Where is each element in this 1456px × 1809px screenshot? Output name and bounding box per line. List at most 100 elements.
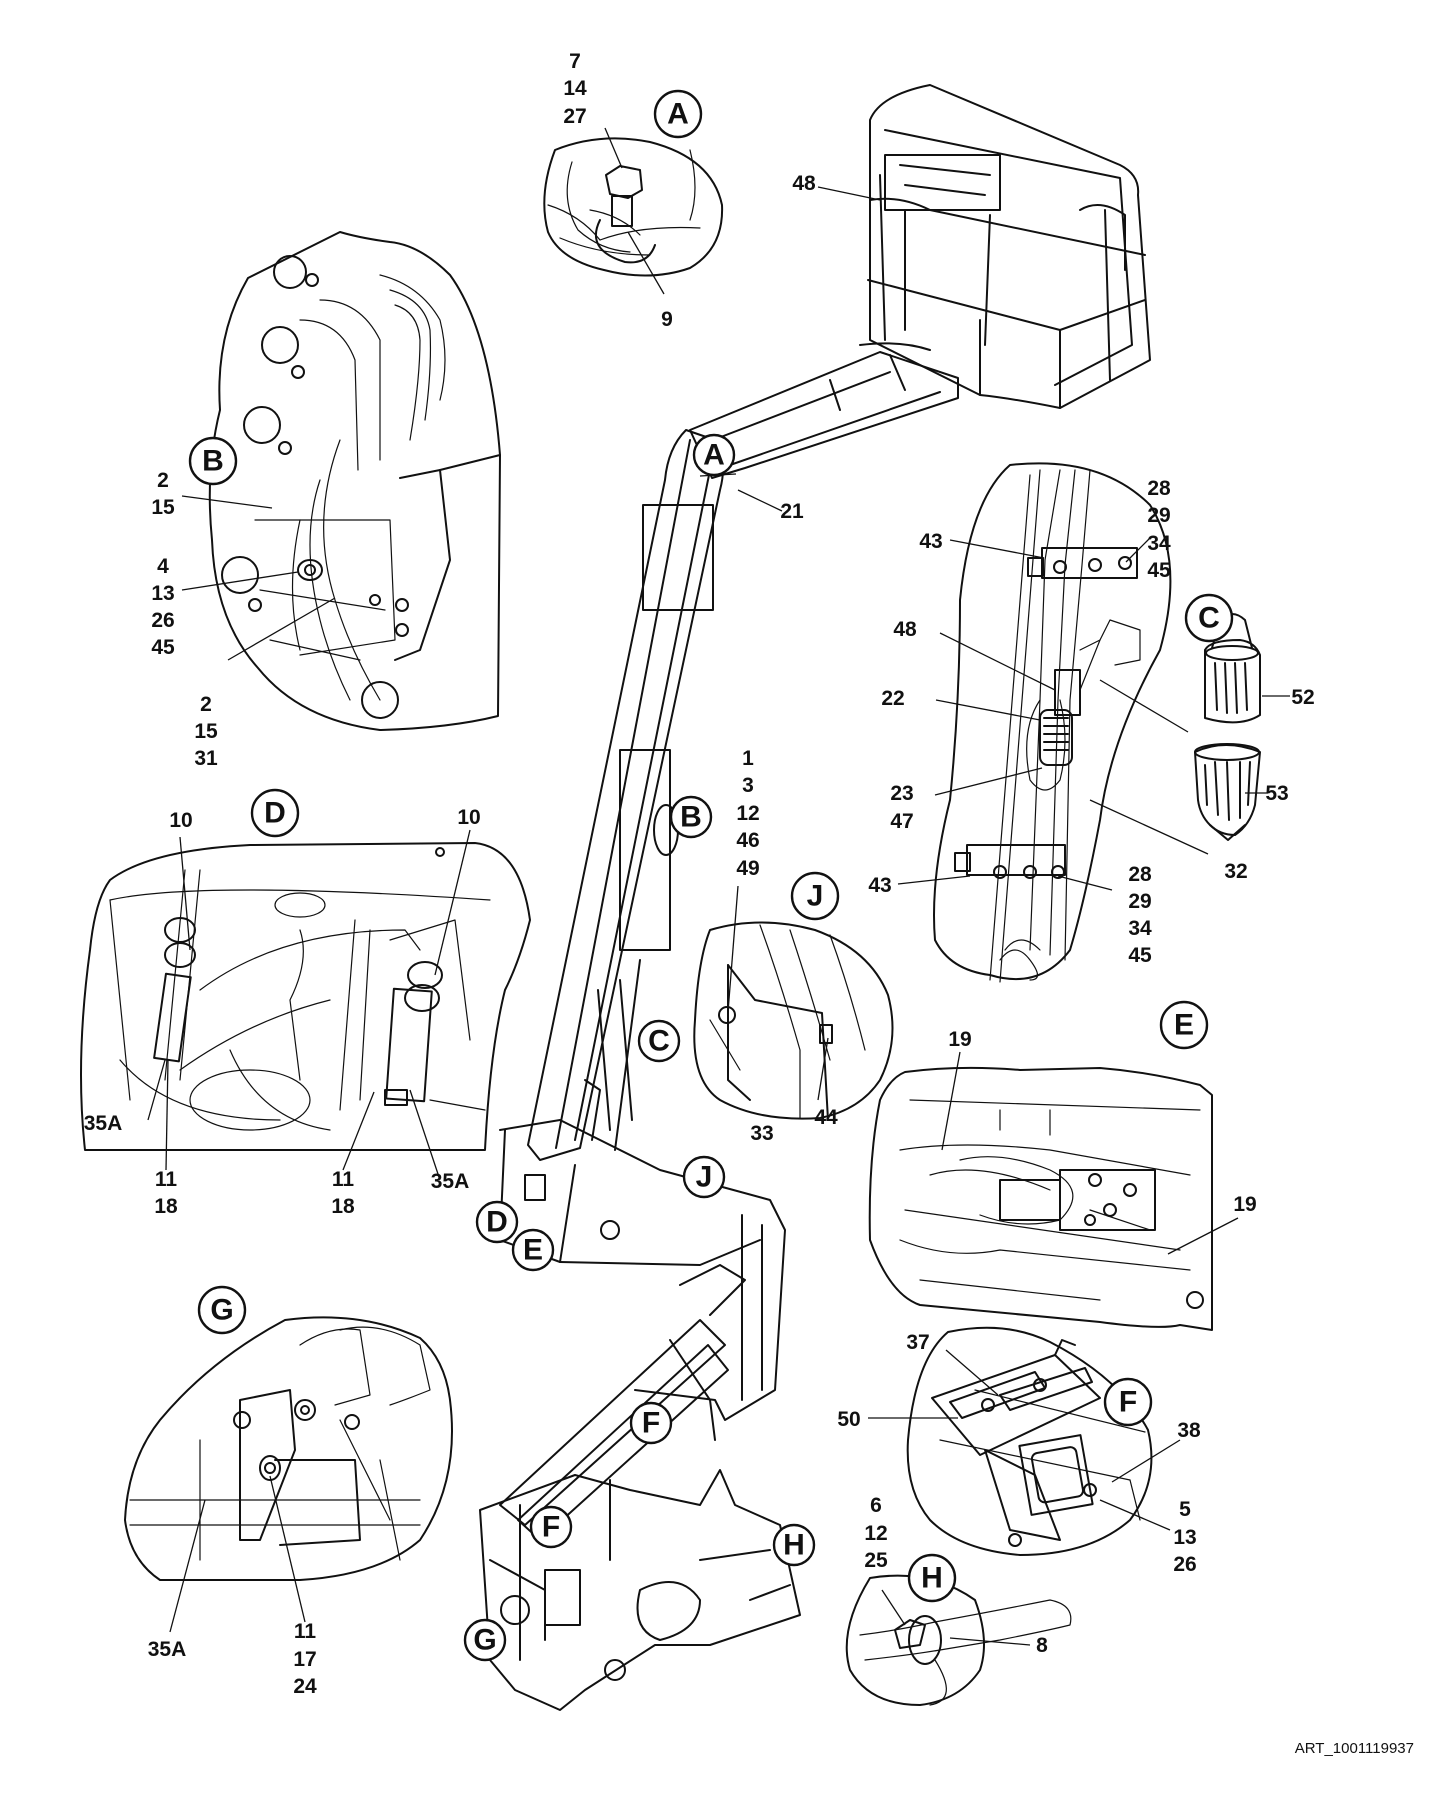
svg-text:F: F [1119,1386,1137,1419]
svg-text:31: 31 [194,747,218,770]
label-e-19-right: 19 [1233,1193,1256,1216]
svg-text:A: A [667,98,689,131]
detail-f-view [906,1326,1153,1556]
callout-ref-g: G [463,1618,507,1662]
svg-text:F: F [642,1407,660,1440]
callout-ref-f2: F [529,1505,573,1549]
detail-g-view [124,1316,453,1581]
label-h-8: 8 [1036,1634,1048,1657]
svg-text:C: C [648,1025,670,1058]
label-f-50: 50 [837,1408,860,1431]
callout-ref-j: J [682,1155,726,1199]
label-c-53: 53 [1265,782,1288,805]
label-main-48: 48 [792,172,816,195]
detail-e-view [868,1066,1213,1331]
svg-text:26: 26 [151,609,174,632]
label-d-10-left: 10 [169,809,192,832]
svg-text:H: H [921,1562,943,1595]
svg-text:E: E [523,1234,543,1267]
label-e-19-top: 19 [948,1028,971,1051]
svg-text:5: 5 [1179,1498,1191,1521]
detail-b-view [208,231,501,731]
detail-j-view [693,921,894,1121]
svg-text:28: 28 [1147,477,1171,500]
label-main-stack: 1 3 12 46 49 [736,747,759,880]
svg-text:29: 29 [1147,504,1170,527]
label-c-top-right: 28 29 34 45 [1147,477,1171,582]
svg-text:A: A [703,439,725,472]
svg-text:1: 1 [742,747,754,770]
callout-ref-c: C [637,1019,681,1063]
main-boom [527,429,725,1161]
platform-basket [867,84,1151,409]
callout-detail-j: J [790,871,840,921]
label-c-23-47: 23 47 [890,782,913,833]
svg-text:3: 3 [742,774,754,797]
svg-text:13: 13 [151,582,174,605]
callout-detail-g: G [197,1285,247,1335]
callout-ref-f1: F [629,1401,673,1445]
svg-text:46: 46 [736,829,759,852]
svg-text:25: 25 [864,1549,888,1572]
svg-text:47: 47 [890,810,913,833]
detail-c-view [933,462,1261,983]
detail-a-view [543,137,724,277]
callout-ref-e: E [511,1228,555,1272]
label-g-35a: 35A [148,1638,187,1661]
svg-text:29: 29 [1128,890,1151,913]
svg-text:G: G [473,1624,496,1657]
svg-text:E: E [1174,1009,1194,1042]
label-a-top: 7 14 27 [563,50,587,128]
svg-text:45: 45 [1147,559,1171,582]
label-d-11-18-left: 11 18 [154,1168,178,1218]
callout-detail-c: C [1184,593,1234,643]
svg-text:6: 6 [870,1494,882,1517]
callout-detail-d: D [250,788,300,838]
svg-text:34: 34 [1147,532,1171,555]
label-b-2: 4 13 26 45 [151,555,175,659]
svg-text:11: 11 [294,1620,317,1643]
callout-ref-d: D [475,1200,519,1244]
svg-text:J: J [696,1161,713,1194]
label-f-38: 38 [1177,1419,1201,1442]
callout-detail-f: F [1103,1377,1153,1427]
svg-text:13: 13 [1173,1526,1196,1549]
svg-text:11: 11 [155,1168,178,1191]
label-h-6-12-25: 6 12 25 [864,1494,888,1572]
svg-text:F: F [542,1511,560,1544]
svg-text:17: 17 [293,1648,316,1671]
svg-text:G: G [210,1294,233,1327]
part-53-fitting [1194,743,1261,841]
svg-text:45: 45 [1128,944,1152,967]
svg-text:27: 27 [563,105,586,128]
svg-text:24: 24 [293,1675,317,1698]
label-c-32: 32 [1224,860,1247,883]
label-c-48: 48 [893,618,917,641]
svg-text:2: 2 [200,693,212,716]
label-c-22: 22 [881,687,904,710]
label-c-bottom-right: 28 29 34 45 [1128,863,1152,967]
svg-text:11: 11 [332,1168,355,1191]
svg-text:C: C [1198,602,1220,635]
label-d-10-right: 10 [457,806,480,829]
svg-text:B: B [202,445,224,478]
callout-detail-h: H [907,1553,957,1603]
turntable [499,1119,786,1421]
svg-text:28: 28 [1128,863,1152,886]
label-f-5-13-26: 5 13 26 [1173,1498,1196,1576]
svg-text:15: 15 [151,496,175,519]
svg-text:J: J [807,880,824,913]
svg-text:D: D [486,1206,508,1239]
callout-ref-b: B [669,795,713,839]
art-id: ART_1001119937 [1294,1740,1414,1757]
svg-text:7: 7 [569,50,581,73]
label-d-11-18-right: 11 18 [331,1168,355,1218]
label-main-21: 21 [780,500,804,523]
svg-text:12: 12 [736,802,759,825]
svg-text:18: 18 [331,1195,355,1218]
label-c-43-top: 43 [919,530,942,553]
upper-jib [689,342,959,479]
detail-h-view [845,1574,1072,1706]
label-f-37: 37 [906,1331,929,1354]
